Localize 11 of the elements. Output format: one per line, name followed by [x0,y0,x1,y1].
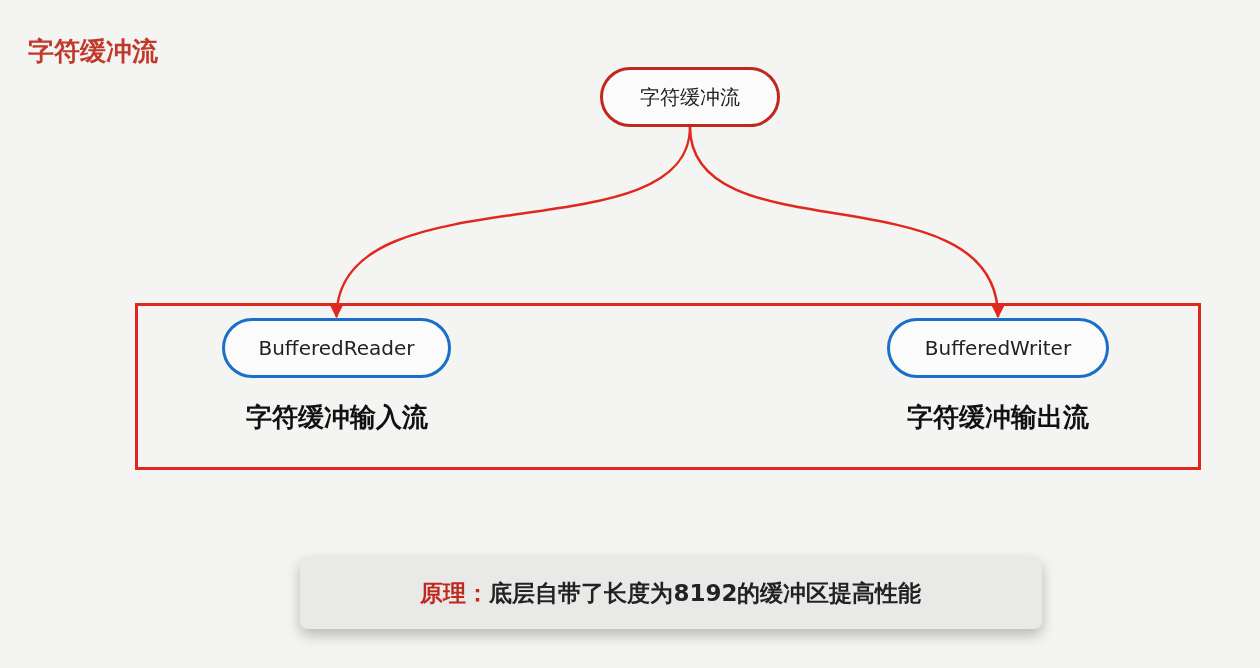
note-text: 底层自带了长度为8192的缓冲区提高性能 [489,578,922,608]
caption-text: 字符缓冲输出流 [906,401,1090,434]
note-box [300,557,1042,629]
title-text: 字符缓冲流 [28,35,158,68]
class-pill: BufferedReader [222,318,451,378]
container-box [135,303,1201,470]
stream-pill: 字符缓冲流 [600,67,780,127]
arrow [688,126,1003,319]
class-pill: BufferedWriter [887,318,1109,378]
note-label: 原理： [420,578,490,608]
caption-text: 字符缓冲输入流 [244,401,429,434]
